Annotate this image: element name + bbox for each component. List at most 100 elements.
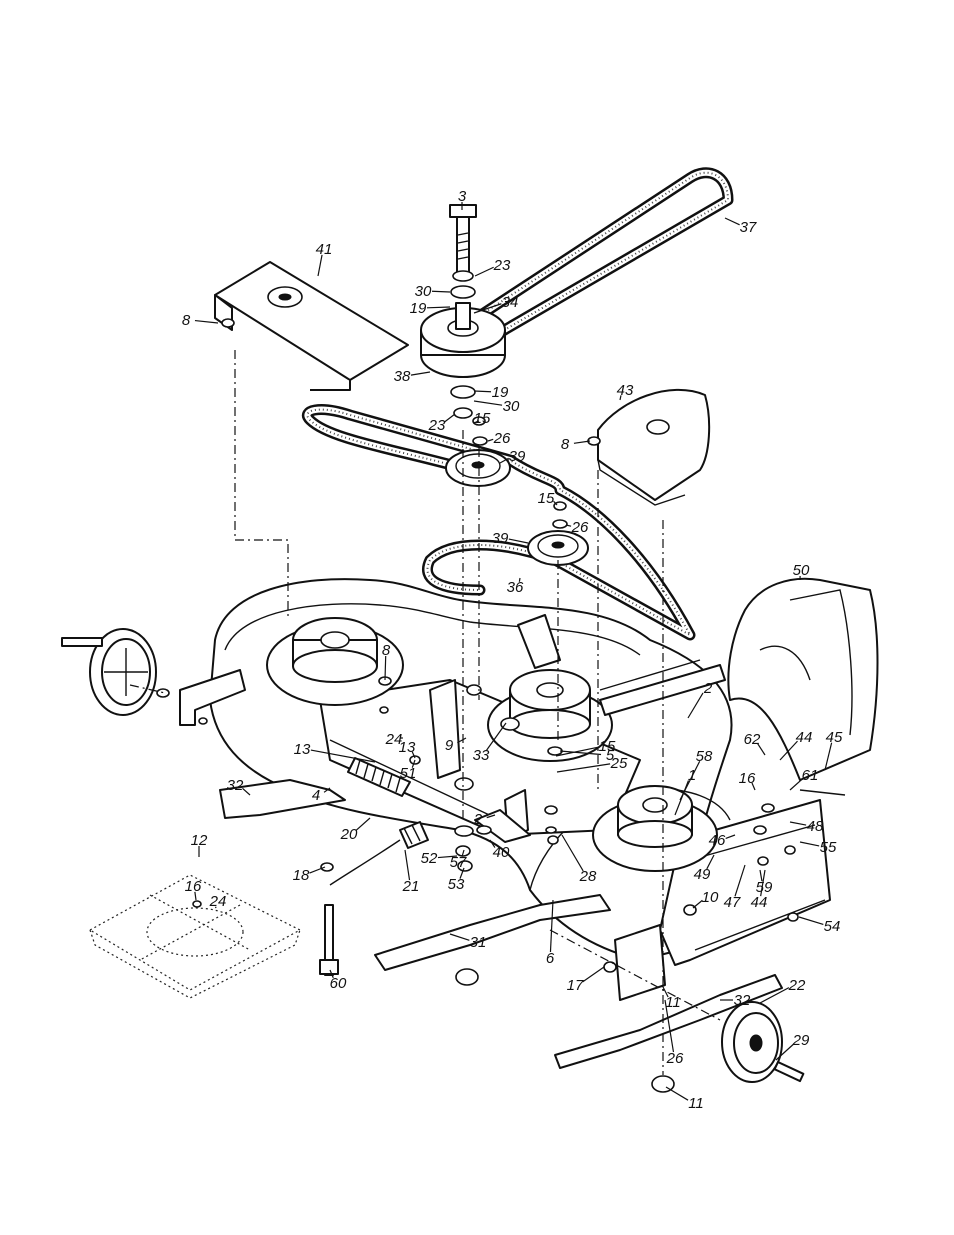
callout-43: 43 xyxy=(617,382,634,400)
callout-number: 38 xyxy=(394,368,411,385)
callout-number: 8 xyxy=(182,312,191,329)
callout-23: 23 xyxy=(428,414,455,434)
callout-leader xyxy=(432,291,450,292)
callout-20: 20 xyxy=(340,818,370,843)
callout-number: 26 xyxy=(571,519,589,536)
callout-number: 53 xyxy=(448,876,465,893)
callout-number: 41 xyxy=(316,241,333,258)
callout-12: 12 xyxy=(191,832,208,857)
callout-leader xyxy=(583,967,604,982)
callout-15: 15 xyxy=(538,490,557,507)
idler-pulley-upper xyxy=(446,450,510,486)
callout-number: 51 xyxy=(400,765,417,782)
callout-number: 12 xyxy=(191,832,208,849)
callout-number: 31 xyxy=(470,934,487,951)
callout-number: 44 xyxy=(751,894,768,911)
callout-41: 41 xyxy=(316,241,333,276)
callout-24: 24 xyxy=(385,731,403,748)
callout-number: 61 xyxy=(802,767,819,784)
callout-number: 22 xyxy=(788,977,806,994)
callout-leader xyxy=(474,401,502,405)
callout-18: 18 xyxy=(293,867,325,884)
callout-53: 53 xyxy=(448,868,465,893)
callout-16: 16 xyxy=(185,878,202,900)
callout-16: 16 xyxy=(739,770,756,790)
callout-57: 57 xyxy=(450,850,467,871)
callout-number: 8 xyxy=(561,436,570,453)
callout-37: 37 xyxy=(725,218,757,236)
callout-number: 10 xyxy=(702,889,719,906)
callout-26: 26 xyxy=(488,430,511,447)
callout-number: 45 xyxy=(826,729,843,746)
right-gauge-wheel xyxy=(722,1002,803,1082)
callout-11: 11 xyxy=(662,985,681,1011)
callout-number: 33 xyxy=(473,747,490,764)
callout-number: 49 xyxy=(694,866,711,883)
callout-number: 16 xyxy=(185,878,202,895)
callout-leader xyxy=(427,307,450,308)
callout-number: 2 xyxy=(473,811,483,828)
callout-number: 21 xyxy=(402,878,420,895)
callout-number: 11 xyxy=(665,994,681,1011)
callout-15: 15 xyxy=(474,410,491,427)
belt-cover-right xyxy=(598,390,709,505)
callout-number: 23 xyxy=(428,417,446,434)
callout-number: 17 xyxy=(567,977,584,994)
callout-number: 55 xyxy=(820,839,837,856)
callout-number: 50 xyxy=(793,562,810,579)
callout-number: 60 xyxy=(330,975,347,992)
callout-number: 36 xyxy=(507,579,524,596)
callout-number: 13 xyxy=(294,741,311,758)
callout-leader xyxy=(725,218,740,225)
callout-number: 58 xyxy=(696,748,713,765)
callout-number: 15 xyxy=(538,490,555,507)
callout-number: 62 xyxy=(744,731,761,748)
callout-23: 23 xyxy=(475,257,511,276)
callout-number: 3 xyxy=(458,188,467,205)
callout-30: 30 xyxy=(415,283,450,300)
callout-number: 16 xyxy=(739,770,756,787)
callout-number: 28 xyxy=(579,868,597,885)
callout-leader xyxy=(195,321,218,323)
callout-number: 24 xyxy=(385,731,403,748)
callout-62: 62 xyxy=(744,731,765,755)
callout-number: 37 xyxy=(740,219,757,236)
callout-number: 2 xyxy=(703,680,713,697)
callout-number: 59 xyxy=(756,879,773,896)
callout-61: 61 xyxy=(790,767,818,790)
callout-number: 19 xyxy=(410,300,427,317)
callout-number: 11 xyxy=(688,1095,704,1112)
callout-number: 47 xyxy=(724,894,741,911)
callout-number: 44 xyxy=(796,729,813,746)
callout-number: 26 xyxy=(666,1050,684,1067)
callout-number: 29 xyxy=(792,1032,810,1049)
callout-number: 34 xyxy=(502,294,519,311)
callout-number: 8 xyxy=(382,642,391,659)
callout-number: 54 xyxy=(824,918,841,935)
callout-number: 15 xyxy=(474,410,491,427)
callout-number: 43 xyxy=(617,382,634,399)
callout-8: 8 xyxy=(561,436,590,453)
callout-36: 36 xyxy=(507,578,524,596)
callout-leader xyxy=(445,414,455,422)
callout-number: 30 xyxy=(503,398,520,415)
callout-number: 26 xyxy=(493,430,511,447)
callout-number: 39 xyxy=(509,448,526,465)
callout-number: 46 xyxy=(709,832,726,849)
callout-number: 48 xyxy=(807,818,824,835)
callout-leader xyxy=(666,1087,688,1100)
callout-number: 23 xyxy=(493,257,511,274)
callout-number: 57 xyxy=(450,854,467,871)
callout-number: 18 xyxy=(293,867,310,884)
callout-leader xyxy=(475,267,494,276)
callout-number: 25 xyxy=(610,755,628,772)
callout-8: 8 xyxy=(182,312,218,329)
belt-cover-left xyxy=(215,262,408,390)
callout-number: 4 xyxy=(312,787,320,804)
callout-leader xyxy=(385,656,386,680)
callout-leader xyxy=(318,255,322,276)
callout-number: 9 xyxy=(445,737,454,754)
callout-number: 40 xyxy=(493,844,510,861)
callout-number: 6 xyxy=(546,950,555,967)
